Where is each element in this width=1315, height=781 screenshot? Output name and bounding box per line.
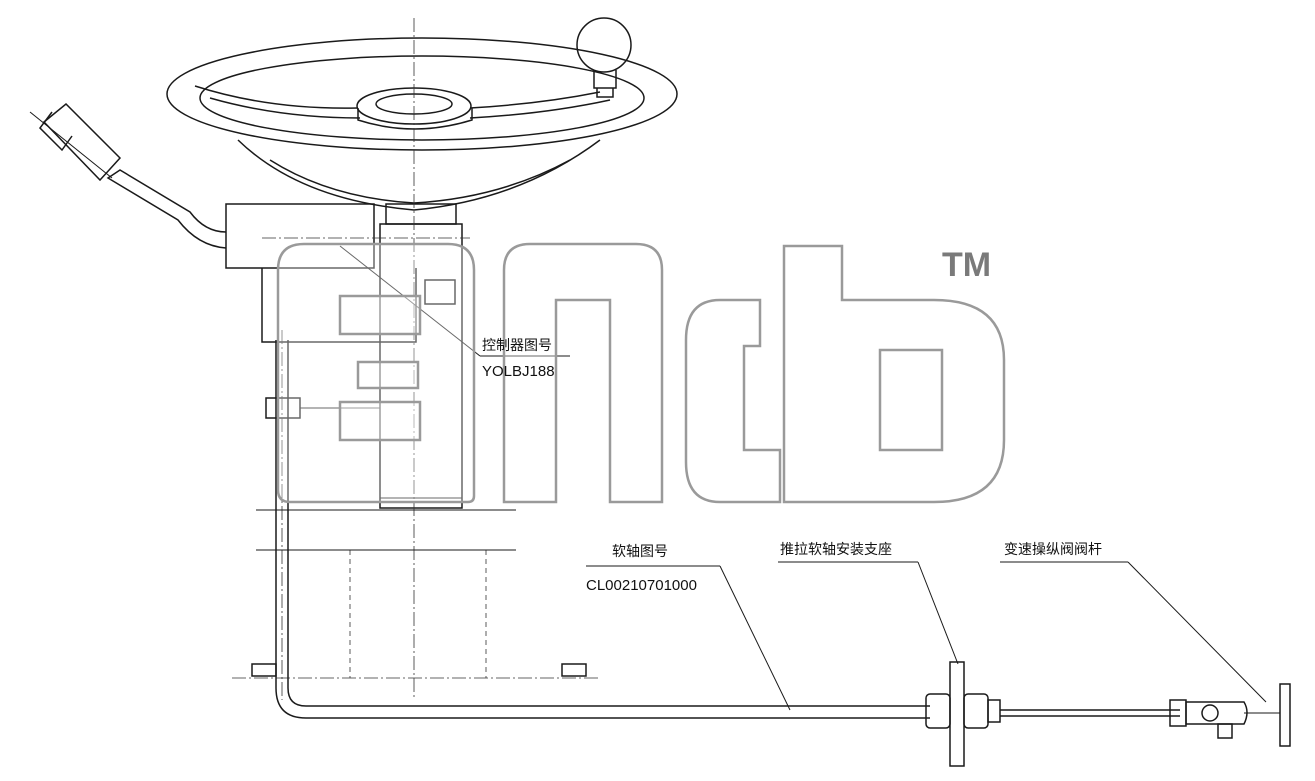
controller-code: YOLBJ188 <box>482 363 555 380</box>
valve-lever-title: 变速操纵阀阀杆 <box>1004 542 1102 558</box>
controller-title: 控制器图号 <box>482 338 552 354</box>
valve-lever-clevis <box>1169 683 1291 747</box>
cable-title: 软轴图号 <box>612 544 668 560</box>
center-lines <box>232 18 600 700</box>
leader-lines <box>339 245 1267 711</box>
cable-bracket <box>925 661 1001 767</box>
cable-code: CL00210701000 <box>586 577 697 594</box>
flexible-cable <box>275 340 1180 719</box>
bracket-title: 推拉软轴安装支座 <box>780 542 892 558</box>
mount-nuts <box>251 663 587 677</box>
controller <box>29 102 417 343</box>
steering-wheel <box>166 17 678 211</box>
trademark-symbol: TM <box>942 246 991 284</box>
steering-column <box>379 203 463 509</box>
watermark-logo: TM <box>276 242 1006 504</box>
